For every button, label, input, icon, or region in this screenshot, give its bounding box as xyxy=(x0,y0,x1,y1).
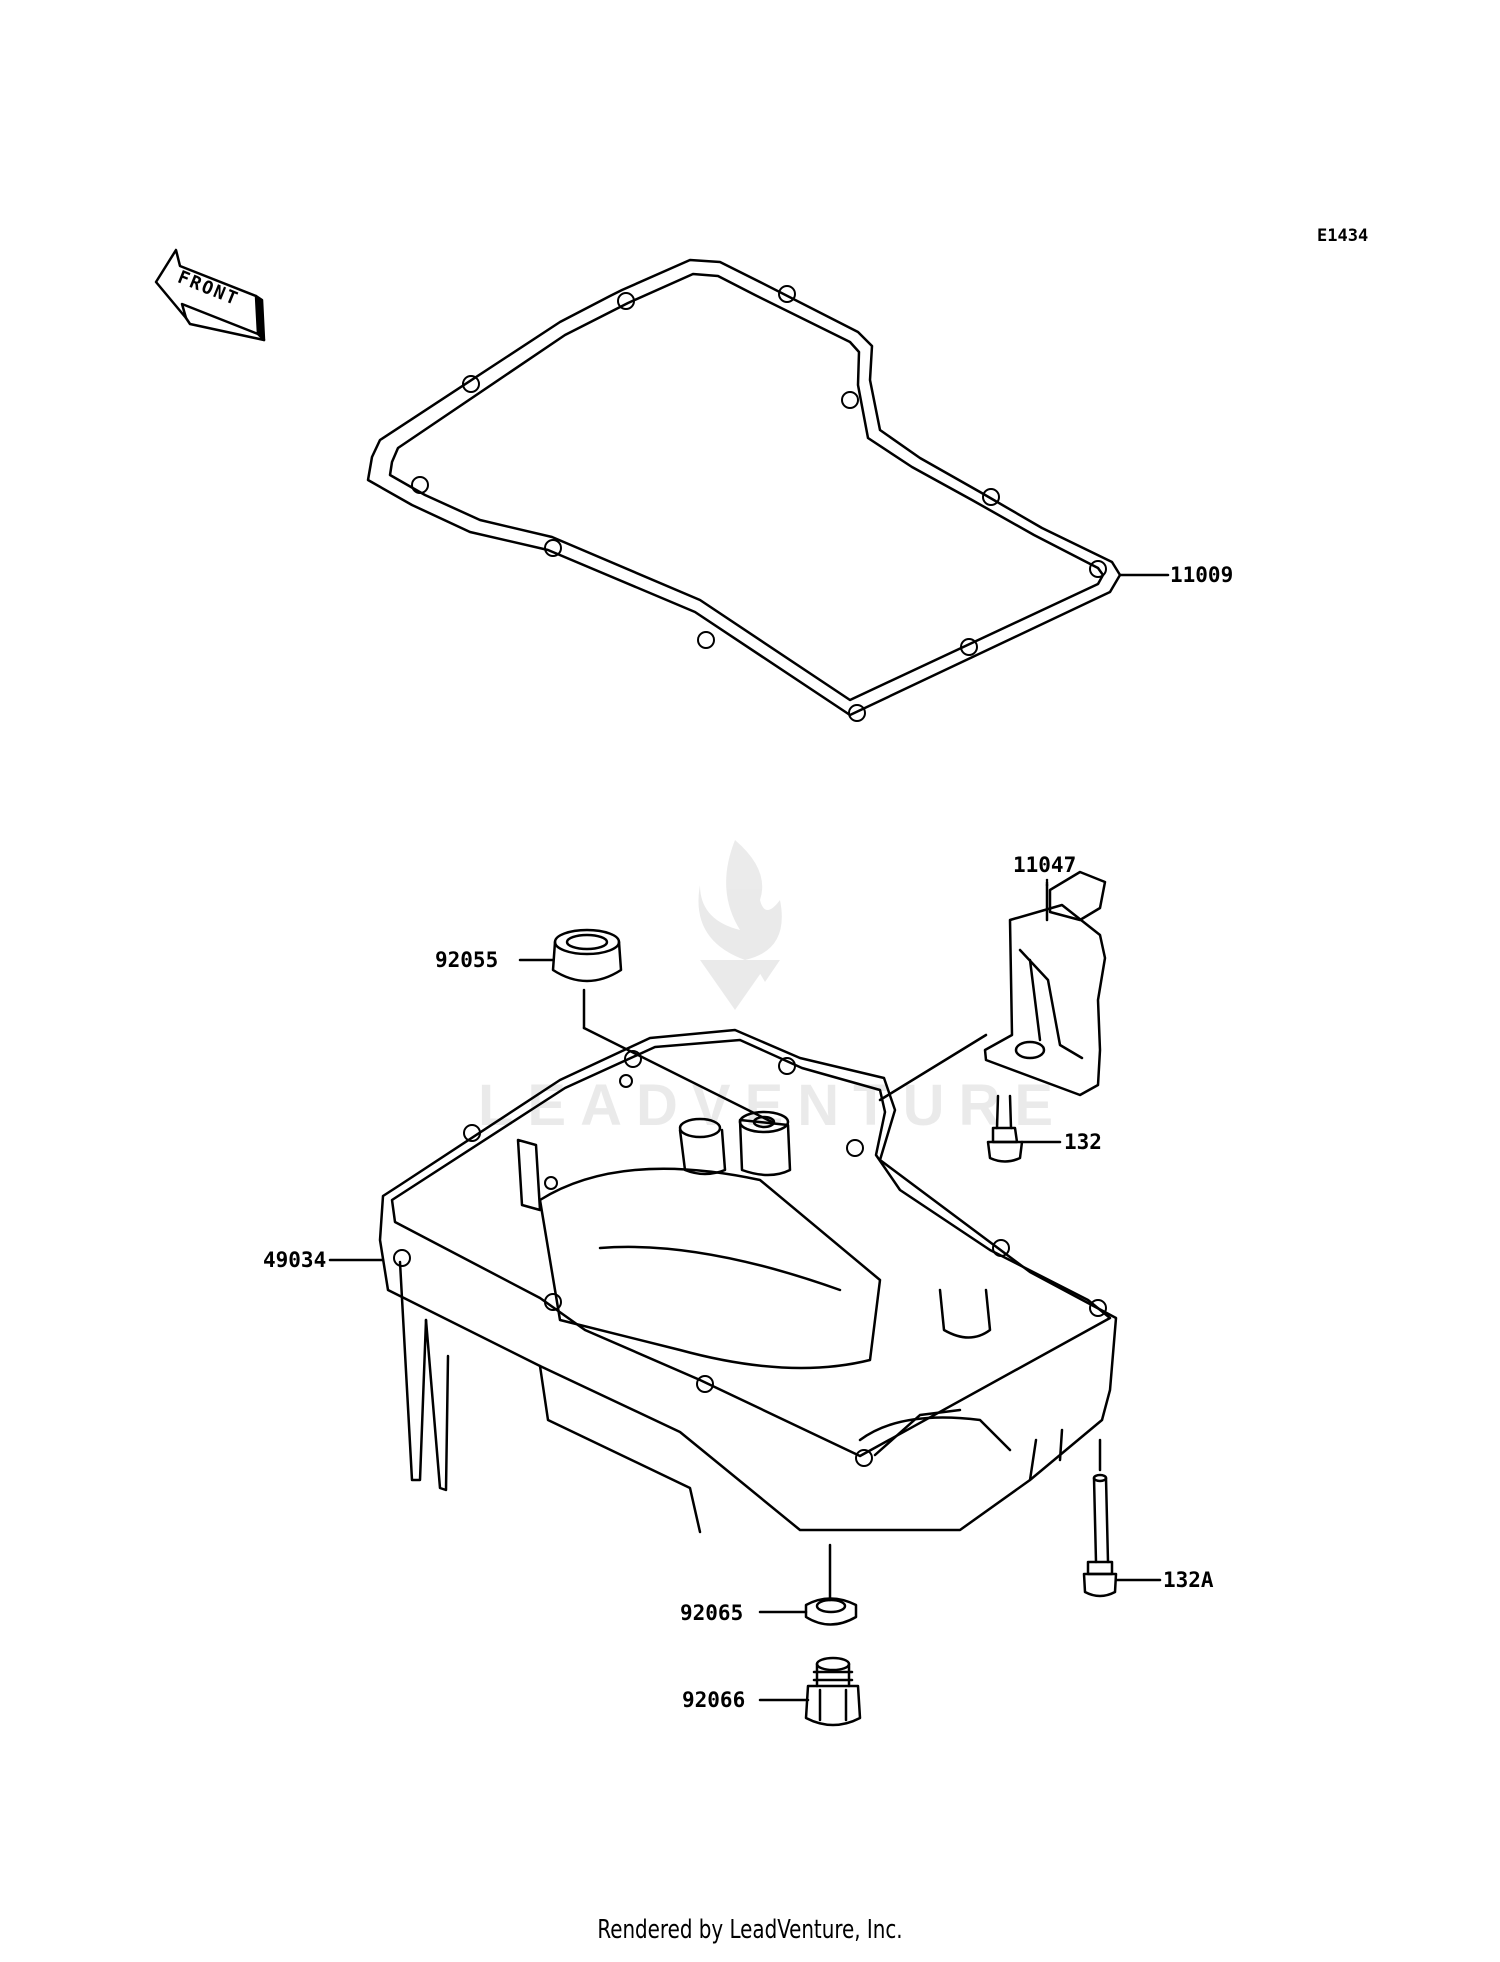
bolt-132[interactable] xyxy=(986,1094,1062,1163)
front-arrow-icon xyxy=(154,248,266,342)
callout-92055[interactable]: 92055 xyxy=(435,948,499,972)
callout-49034[interactable]: 49034 xyxy=(263,1248,327,1272)
callout-132[interactable]: 132 xyxy=(1064,1130,1102,1154)
bolt-132A[interactable] xyxy=(1082,1438,1162,1598)
drain-plug-92066[interactable] xyxy=(758,1656,862,1727)
collar-seal-92055[interactable] xyxy=(518,928,774,1124)
watermark-logo-icon xyxy=(698,840,782,1010)
footer-credit: Rendered by LeadVenture, Inc. xyxy=(597,1915,903,1945)
callout-11047[interactable]: 11047 xyxy=(1013,853,1077,877)
callout-11009[interactable]: 11009 xyxy=(1170,563,1234,587)
callout-132A[interactable]: 132A xyxy=(1163,1568,1214,1592)
bracket-11047[interactable] xyxy=(878,870,1107,1102)
gasket-11009[interactable] xyxy=(366,258,1170,722)
oil-pan-49034[interactable] xyxy=(328,1028,1118,1534)
washer-92065[interactable] xyxy=(758,1543,858,1626)
callout-92066[interactable]: 92066 xyxy=(682,1688,746,1712)
watermark-text: LEADVENTURE xyxy=(478,1073,1068,1138)
callout-92065[interactable]: 92065 xyxy=(680,1601,744,1625)
figure-code: E1434 xyxy=(1317,226,1369,246)
